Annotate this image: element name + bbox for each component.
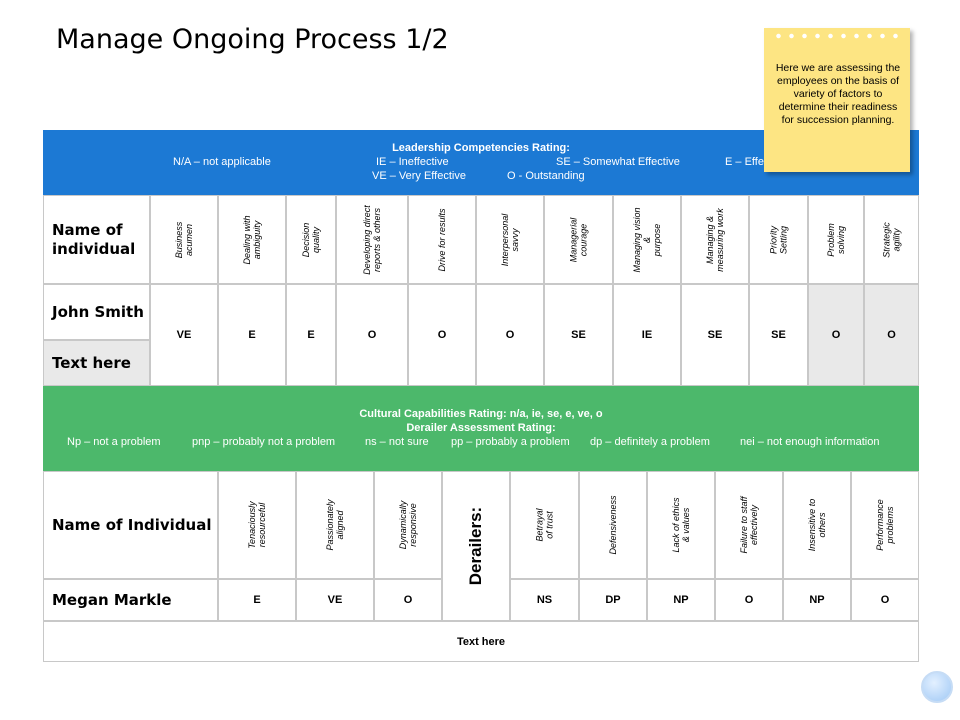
legend-se: SE – Somewhat Effective [556,156,680,168]
leadership-col-header-label: Decision quality [301,222,321,257]
leadership-col-header: Managing & measuring work [681,195,749,284]
leadership-col-header: Problem solving [808,195,864,284]
page-title: Manage Ongoing Process 1/2 [56,24,449,55]
leadership-col-header-label: Problem solving [826,222,846,257]
leadership-col-header-label: Managerial courage [568,217,589,262]
derailer-col-header-label: Lack of ethics & values [671,497,691,553]
derailer-col-header: Failure to staff effectively [715,471,783,579]
leadership-col-header: Developing direct reports & others [336,195,408,284]
leadership-rating-cell: E [218,284,286,386]
leadership-col-header: Business acumen [150,195,218,284]
leadership-col-header-label: Dealing with ambiguity [242,214,262,265]
leadership-col-header: Managerial courage [544,195,613,284]
leadership-col-header-label: Interpersonal savvy [500,213,520,266]
leadership-col-header: Priority Setting [749,195,808,284]
cultural-col-header: Dynamically responsive [374,471,442,579]
cultural-col-header-label: Tenaciously resourceful [247,501,267,549]
cultural-rating-cell: VE [296,579,374,621]
leadership-rating-cell: SE [681,284,749,386]
cultural-rating-cell: E [218,579,296,621]
derailer-col-header-label: Defensiveness [608,495,618,555]
leadership-rating-cell: O [336,284,408,386]
legend-ns: ns – not sure [365,436,429,448]
legend-ve: VE – Very Effective [372,170,466,182]
leadership-col-header: Dealing with ambiguity [218,195,286,284]
leadership-rating-cell: O [408,284,476,386]
cultural-legend-band: Cultural Capabilities Rating: n/a, ie, s… [43,386,919,471]
leadership-col-header-label: Managing & measuring work [705,207,725,272]
leadership-col-header: Strategic agility [864,195,919,284]
leadership-rating-cell: O [808,284,864,386]
legend-o: O - Outstanding [507,170,585,182]
cultural-col-header: Tenaciously resourceful [218,471,296,579]
derailer-heading: Derailer Assessment Rating: [406,422,556,434]
leadership-col-header: Decision quality [286,195,336,284]
derailer-rating-cell: NP [783,579,851,621]
legend-na: N/A – not applicable [173,156,271,168]
row-name-megan-markle: Megan Markle [43,579,218,621]
leadership-col-header-label: Strategic agility [881,221,902,258]
leadership-rating-cell: IE [613,284,681,386]
leadership-rating-cell: O [864,284,919,386]
legend-pp: pp – probably a problem [451,436,570,448]
derailer-col-header: Defensiveness [579,471,647,579]
circle-decoration-icon [921,671,953,703]
leadership-rating-cell: SE [544,284,613,386]
note-perforation [772,33,902,39]
derailer-rating-cell: NP [647,579,715,621]
cultural-rating-cell: O [374,579,442,621]
derailer-col-header-label: Failure to staff effectively [739,496,759,554]
cultural-col-header-label: Passionately aligned [325,499,345,551]
leadership-rating-cell: SE [749,284,808,386]
legend-np: Np – not a problem [67,436,161,448]
derailer-col-header-label: Insensitive to others [807,498,827,552]
derailer-col-header-label: Performance problems [875,499,895,551]
leadership-col-header: Managing vision & purpose [613,195,681,284]
derailer-col-header: Betrayal of trust [510,471,579,579]
leadership-col-header: Drive for results [408,195,476,284]
derailer-col-header-label: Betrayal of trust [534,508,555,542]
footer-text: Text here [43,621,919,662]
leadership-rating-cell: E [286,284,336,386]
leadership-col-header-label: Developing direct reports & others [362,204,382,275]
legend-dp: dp – definitely a problem [590,436,710,448]
legend-nei: nei – not enough information [740,436,880,448]
row-name-john-smith: John Smith [43,284,150,340]
name-header: Name of individual [43,195,150,284]
derailer-rating-cell: DP [579,579,647,621]
leadership-col-header: Interpersonal savvy [476,195,544,284]
leadership-col-header-label: Drive for results [437,208,447,272]
derailer-rating-cell: O [851,579,919,621]
leadership-col-header-label: Business acumen [174,221,194,258]
derailer-col-header: Performance problems [851,471,919,579]
leadership-rating-cell: VE [150,284,218,386]
leadership-rating-cell: O [476,284,544,386]
derailer-col-header: Insensitive to others [783,471,851,579]
cultural-col-header-label: Dynamically responsive [398,500,418,550]
legend-ie: IE – Ineffective [376,156,449,168]
sticky-note: Here we are assessing the employees on t… [764,28,910,172]
derailer-rating-cell: O [715,579,783,621]
leadership-col-header-label: Priority Setting [768,225,789,254]
leadership-heading: Leadership Competencies Rating: [392,142,570,154]
leadership-col-header-label: Managing vision & purpose [632,206,662,273]
derailer-rating-cell: NS [510,579,579,621]
name-header-individual: Name of Individual [43,471,218,579]
legend-pnp: pnp – probably not a problem [192,436,336,448]
derailers-label: Derailers: [442,471,510,621]
cultural-heading: Cultural Capabilities Rating: n/a, ie, s… [359,408,603,420]
note-text: Here we are assessing the employees on t… [775,62,901,126]
row-name-text-here: Text here [43,340,150,386]
cultural-col-header: Passionately aligned [296,471,374,579]
derailer-col-header: Lack of ethics & values [647,471,715,579]
